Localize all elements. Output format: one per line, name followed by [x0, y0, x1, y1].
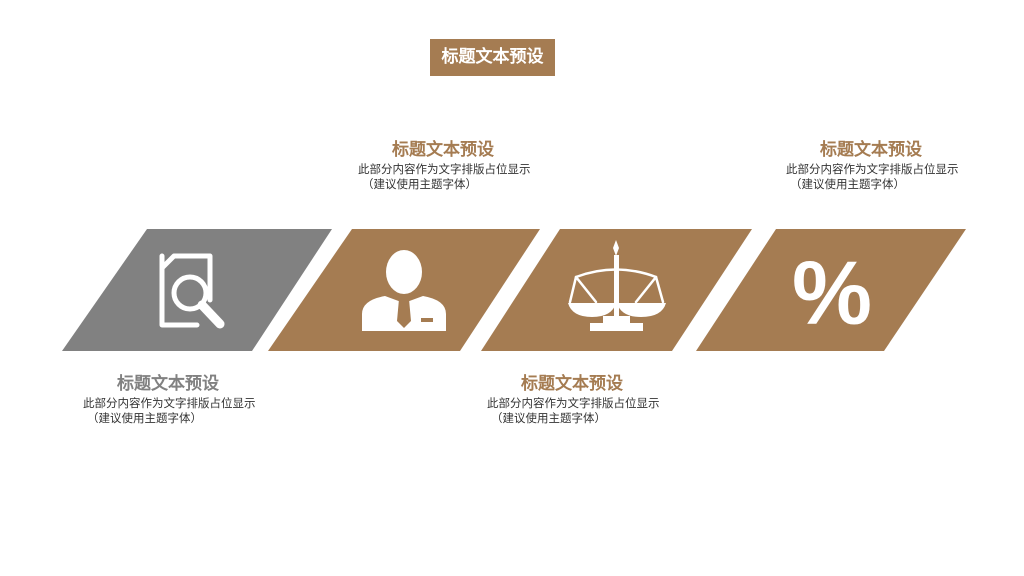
page-title: 标题文本预设	[430, 39, 555, 76]
item-1-note: （建议使用主题字体）	[87, 411, 202, 425]
item-3-text: 标题文本预设 此部分内容作为文字排版占位显示 （建议使用主题字体）	[487, 373, 687, 426]
item-2-text: 标题文本预设 此部分内容作为文字排版占位显示 （建议使用主题字体）	[358, 139, 558, 192]
segment-1-shape	[62, 229, 332, 351]
businessman-icon	[362, 250, 446, 331]
item-2-desc: 此部分内容作为文字排版占位显示	[358, 162, 531, 176]
item-2-title: 标题文本预设	[392, 140, 494, 160]
item-3-title: 标题文本预设	[521, 374, 623, 394]
item-1-text: 标题文本预设 此部分内容作为文字排版占位显示 （建议使用主题字体）	[83, 373, 283, 426]
segment-4-shape	[696, 229, 966, 351]
document-search-icon	[159, 253, 225, 329]
item-4-text: 标题文本预设 此部分内容作为文字排版占位显示 （建议使用主题字体）	[786, 139, 986, 192]
item-4-note: （建议使用主题字体）	[790, 177, 905, 191]
item-1-title: 标题文本预设	[117, 374, 219, 394]
percent-icon: %	[792, 244, 872, 344]
item-3-desc: 此部分内容作为文字排版占位显示	[487, 396, 660, 410]
item-2-note: （建议使用主题字体）	[362, 177, 477, 191]
balance-scale-icon	[568, 240, 666, 331]
item-4-title: 标题文本预设	[820, 140, 922, 160]
item-1-desc: 此部分内容作为文字排版占位显示	[83, 396, 256, 410]
item-3-note: （建议使用主题字体）	[491, 411, 606, 425]
item-4-desc: 此部分内容作为文字排版占位显示	[786, 162, 959, 176]
